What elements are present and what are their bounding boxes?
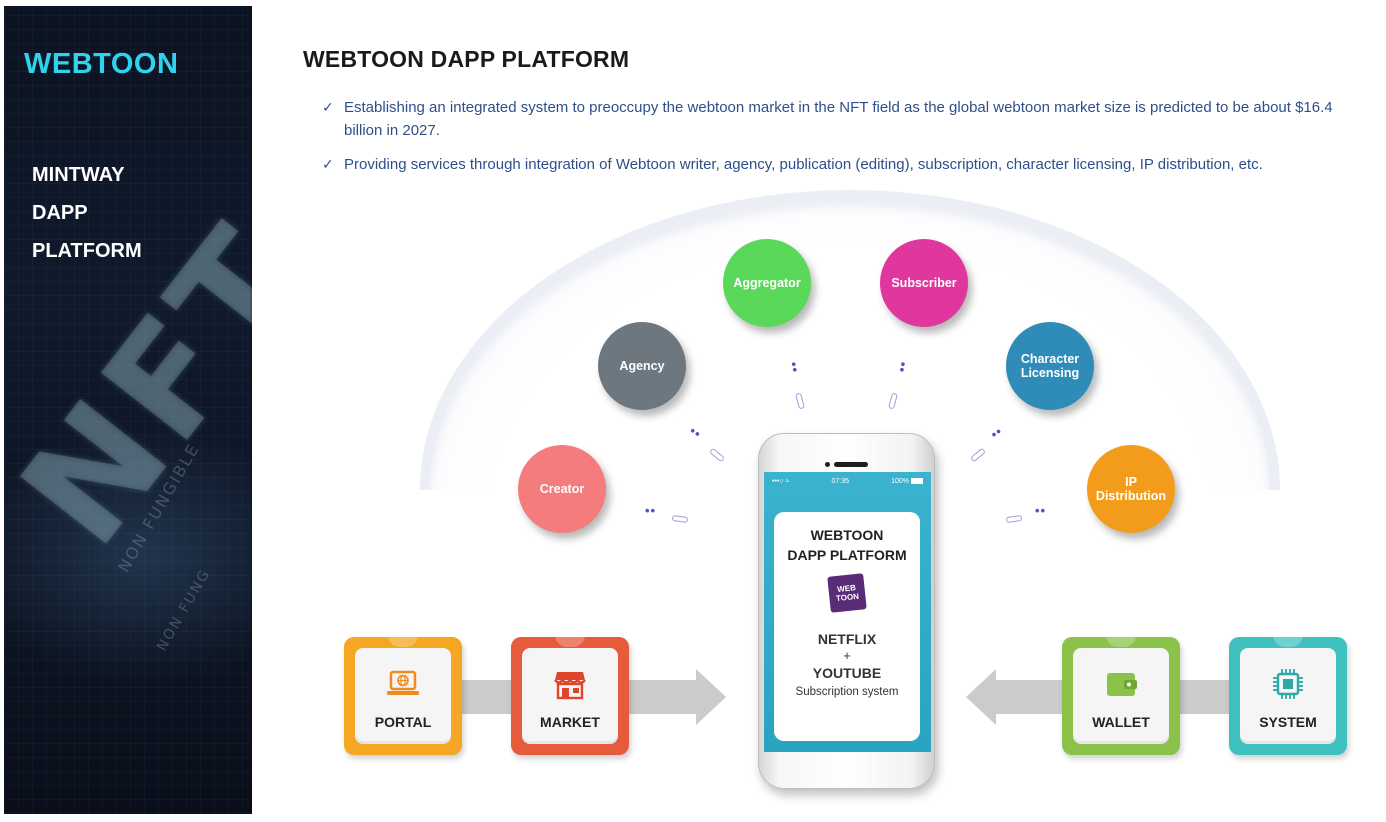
- node-character-licensing: Character Licensing: [1006, 322, 1094, 410]
- tile-label: SYSTEM: [1259, 714, 1317, 730]
- plus-label: +: [843, 648, 851, 663]
- node-subscriber: Subscriber: [880, 239, 968, 327]
- node-label: Creator: [539, 482, 585, 496]
- battery-icon: [911, 477, 923, 484]
- node-label: Aggregator: [733, 276, 801, 290]
- store-icon: [554, 672, 586, 700]
- netflix-label: NETFLIX: [817, 631, 877, 647]
- arrow-right-head: [696, 669, 726, 725]
- sidebar-menu: MINTWAY DAPP PLATFORM: [32, 156, 142, 270]
- page-title: WEBTOON DAPP PLATFORM: [303, 46, 630, 72]
- phone-screen: •••○ ≈ 07:35 100% WEBTOON DAPP PLATFORM …: [764, 472, 931, 752]
- status-time: 07:35: [831, 477, 849, 485]
- sidebar-glow: [4, 426, 252, 686]
- connector-dots: ••: [1035, 503, 1047, 518]
- chip-icon: [1273, 669, 1303, 699]
- sidebar-grid-pattern: [4, 6, 252, 814]
- arrow-shaft-left-1: [455, 680, 517, 714]
- bullet-list: ✓ Establishing an integrated system to p…: [322, 96, 1362, 187]
- phone-mockup: •••○ ≈ 07:35 100% WEBTOON DAPP PLATFORM …: [758, 433, 935, 789]
- arrow-left-head: [966, 669, 996, 725]
- tile-portal: PORTAL: [344, 635, 462, 755]
- connector-dash: [1005, 514, 1023, 524]
- signal-indicator: •••○ ≈: [772, 477, 790, 485]
- bullet-item: ✓ Establishing an integrated system to p…: [322, 96, 1362, 142]
- node-label: Character Licensing: [1020, 352, 1080, 380]
- phone-card: WEBTOON DAPP PLATFORM WEB TOON NETFLIX +…: [774, 512, 920, 741]
- tile-label: WALLET: [1092, 714, 1150, 730]
- check-icon: ✓: [322, 99, 334, 115]
- phone-camera: [825, 462, 830, 467]
- tile-label: MARKET: [540, 714, 600, 730]
- tile-market: MARKET: [511, 635, 629, 755]
- node-ip-distribution: IP Distribution: [1087, 445, 1175, 533]
- sidebar: NFT NON FUNGIBLE NON FUNG WEBTOON MINTWA…: [4, 6, 252, 814]
- laptop-icon: [387, 670, 419, 695]
- phone-title-line2: DAPP PLATFORM: [787, 547, 907, 563]
- youtube-label: YOUTUBE: [812, 665, 882, 681]
- node-agency: Agency: [598, 322, 686, 410]
- arrow-shaft-right-2: [1176, 680, 1234, 714]
- sidebar-item-platform: PLATFORM: [32, 240, 142, 262]
- phone-speaker: [834, 462, 868, 467]
- arrow-shaft-right-1: [995, 680, 1067, 714]
- node-label: IP Distribution: [1095, 475, 1167, 503]
- sidebar-item-dapp: DAPP: [32, 202, 88, 224]
- tile-label: PORTAL: [374, 714, 432, 730]
- tile-wallet: WALLET: [1062, 635, 1180, 755]
- arrow-shaft-left-2: [622, 680, 697, 714]
- bullet-text: Establishing an integrated system to pre…: [344, 99, 1333, 139]
- sidebar-brand: WEBTOON: [24, 48, 179, 80]
- tile-system: SYSTEM: [1229, 635, 1347, 755]
- webtoon-logo: WEB TOON: [827, 573, 867, 613]
- node-label: Agency: [619, 359, 665, 373]
- wallet-icon: [1107, 673, 1137, 696]
- status-bar: •••○ ≈ 07:35 100%: [764, 472, 931, 490]
- check-icon: ✓: [322, 156, 334, 172]
- connector-dash: [671, 514, 689, 524]
- connector-dots: ••: [894, 360, 911, 375]
- bullet-item: ✓ Providing services through integration…: [322, 153, 1362, 176]
- subscription-label: Subscription system: [795, 686, 899, 698]
- node-creator: Creator: [518, 445, 606, 533]
- phone-title-line1: WEBTOON: [810, 527, 884, 543]
- connector-dots: ••: [645, 503, 657, 518]
- bullet-text: Providing services through integration o…: [344, 156, 1263, 173]
- sidebar-item-mintway: MINTWAY: [32, 164, 125, 186]
- battery-indicator: 100%: [891, 478, 923, 485]
- node-aggregator: Aggregator: [723, 239, 811, 327]
- node-label: Subscriber: [891, 276, 957, 290]
